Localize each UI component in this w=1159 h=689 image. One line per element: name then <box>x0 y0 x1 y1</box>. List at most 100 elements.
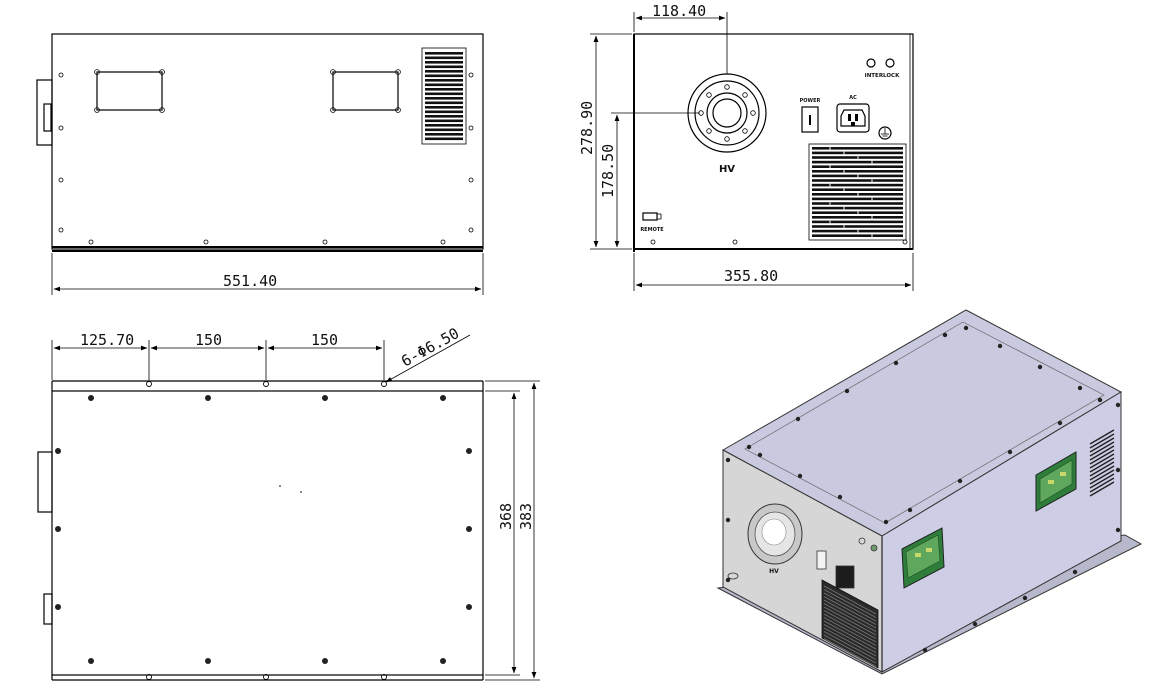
power-label: POWER <box>800 98 821 104</box>
iso-side-vent-slot <box>1089 429 1115 445</box>
vent-slot <box>425 83 463 87</box>
offset-dim: 125.70 <box>80 331 134 349</box>
vent-slot <box>425 128 463 132</box>
remote-label: REMOTE <box>640 227 664 233</box>
iso-screw <box>1115 402 1121 408</box>
iso-front-vent <box>821 579 879 669</box>
vent-slot <box>425 61 463 64</box>
iso-side-vent-slot <box>1089 445 1115 461</box>
vent-slot <box>425 97 463 100</box>
front-vent-slot <box>812 234 903 237</box>
vent-slot <box>425 74 463 78</box>
ground-icon <box>878 126 892 140</box>
window-left <box>96 71 163 111</box>
iso-screw <box>795 416 801 422</box>
iso-screw <box>972 621 978 627</box>
front-vent-slot <box>812 206 903 210</box>
iso-screw <box>1007 449 1013 455</box>
iso-front-vent-slot <box>823 592 877 622</box>
iso-side-vent-slot <box>1089 461 1115 477</box>
iso-screw <box>746 444 752 450</box>
hv-label: HV <box>719 164 735 175</box>
vent-frame <box>421 47 467 145</box>
iso-screw <box>1022 595 1028 601</box>
iso-hv-connector <box>747 503 803 565</box>
vent-slot <box>425 115 463 118</box>
iso-front-vent-slot <box>823 603 877 632</box>
iso-screw <box>997 343 1003 349</box>
iso-side-vent-slot <box>1089 469 1115 485</box>
vent-slot <box>425 88 463 91</box>
iso-screw <box>797 473 803 479</box>
iso-ac-inlet <box>835 565 855 589</box>
iso-screw <box>1097 397 1103 403</box>
front-vent-slot <box>812 170 903 173</box>
power-switch <box>801 106 819 133</box>
interlock-label: INTERLOCK <box>865 73 900 79</box>
iso-side-vent-slot <box>1089 433 1115 449</box>
front-vent-slot <box>812 202 903 205</box>
iso-side-vent-slot <box>1089 473 1115 489</box>
hv-center-dim: 118.40 <box>652 2 706 20</box>
ac-inlet <box>836 103 870 133</box>
iso-side-vent-slot <box>1089 441 1115 457</box>
iso-front-vent-slot <box>823 585 877 615</box>
iso-front-vent-slot <box>823 599 877 629</box>
iso-screw <box>725 517 731 523</box>
pitch-dim-2: 150 <box>311 331 338 349</box>
bottom-view: 125.70 150 150 6-Φ6.50 368 383 <box>37 324 540 681</box>
outer-depth-dim: 383 <box>517 503 535 530</box>
window-right <box>332 71 399 111</box>
vent-slot <box>425 70 463 73</box>
vent-slot <box>425 101 463 105</box>
iso-screw <box>1072 569 1078 575</box>
iso-front-vent-slot <box>823 620 877 650</box>
ac-label: AC <box>849 95 857 101</box>
interlock-port-2 <box>885 58 895 68</box>
side-handle <box>36 79 53 146</box>
front-vent-slot <box>812 160 903 164</box>
iso-screw <box>725 577 731 583</box>
iso-pcb-window-1 <box>901 527 945 589</box>
iso-side-vent <box>1089 429 1115 497</box>
iso-screw <box>942 332 948 338</box>
front-vent-slot <box>812 147 903 150</box>
iso-side-vent-slot <box>1089 457 1115 473</box>
iso-front-vent-slot <box>823 627 877 657</box>
hole-dim: 6-Φ6.50 <box>398 324 462 370</box>
remote-connector <box>642 212 658 221</box>
front-vent-frame <box>808 143 907 241</box>
iso-pcb-window-2 <box>1035 451 1077 512</box>
vent-slot <box>425 56 463 60</box>
iso-front-vent-slot <box>823 596 877 625</box>
iso-front-vent-slot <box>823 589 877 618</box>
inner-depth-dim: 368 <box>497 503 515 530</box>
vent-slot <box>425 65 463 69</box>
iso-screw <box>922 647 928 653</box>
front-height-dim: 278.90 <box>578 101 596 155</box>
vent-slot <box>425 133 463 136</box>
iso-front-vent-slot <box>823 617 877 646</box>
iso-front-vent-slot <box>823 638 877 667</box>
top-view: 551.40 <box>36 33 484 295</box>
interlock-port-1 <box>866 58 876 68</box>
iso-side-vent-slot <box>1089 453 1115 469</box>
vent-slot <box>425 119 463 123</box>
iso-front-vent-slot <box>823 624 877 653</box>
front-vent-slot <box>812 216 903 219</box>
iso-side-vent-slot <box>1089 465 1115 481</box>
iso-screw <box>1057 420 1063 426</box>
front-width-dim: 355.80 <box>724 267 778 285</box>
front-vent-slot <box>812 165 903 168</box>
iso-front-vent-slot <box>823 613 877 643</box>
iso-front-vent-slot <box>823 634 877 664</box>
iso-screw <box>725 457 731 463</box>
front-vent-slot <box>812 188 903 191</box>
iso-screw <box>757 452 763 458</box>
vent-slot <box>425 79 463 82</box>
iso-hv-label: HV <box>769 568 779 575</box>
front-view: HV POWER AC INTERLOCK REMOTE <box>578 2 914 291</box>
iso-view: HV <box>716 309 1143 675</box>
iso-side-vent-slot <box>1089 449 1115 465</box>
